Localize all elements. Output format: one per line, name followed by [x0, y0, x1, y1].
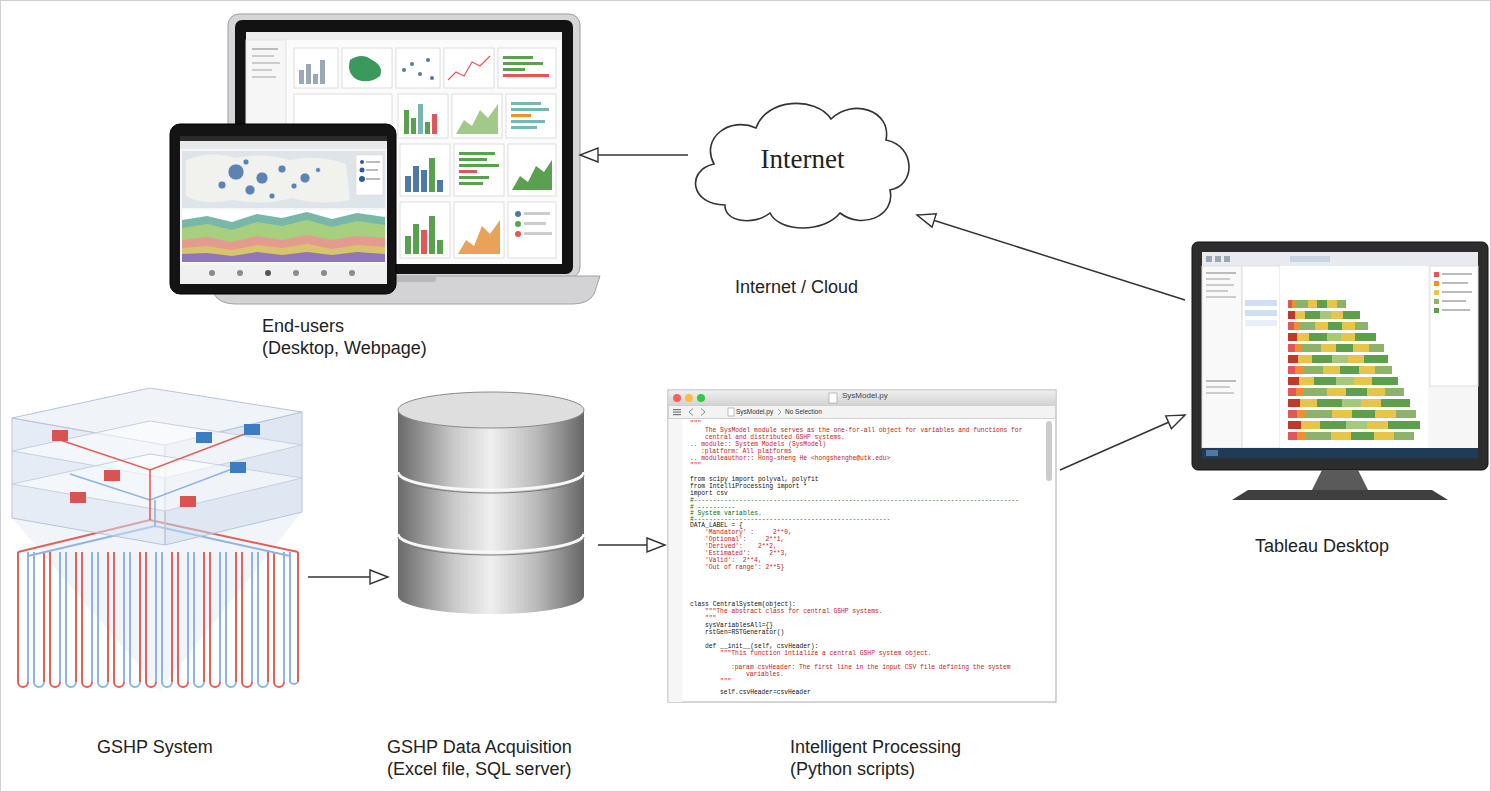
toolbar-selection: No Selection: [785, 408, 822, 415]
arrow-connector: [1060, 415, 1185, 470]
gshp-system: GSHP System: [8, 385, 308, 765]
node-caption: Intelligent Processing (Python scripts): [790, 737, 961, 780]
code-line: :param csvHeader: The first line in the …: [731, 664, 1011, 671]
cloud-label: Internet: [688, 143, 917, 175]
code-line: """: [690, 420, 701, 427]
code-line: #---------------------------------------…: [690, 516, 890, 523]
code-line: central and distributed GSHP systems.: [705, 434, 845, 441]
code-line: """: [720, 678, 731, 685]
node-caption: GSHP Data Acquisition (Excel file, SQL s…: [387, 737, 572, 780]
code-line: 'Estimated': 2**3,: [705, 550, 788, 557]
code-line: :platform: All platforms: [701, 448, 792, 455]
code-line: """: [690, 462, 701, 469]
node-caption: GSHP System: [97, 737, 213, 759]
code-editor-window: [668, 390, 1056, 702]
code-line: 'Optional': 2**1,: [705, 536, 784, 543]
text-line: (Python scripts): [790, 759, 961, 781]
end-users-devices: End-users (Desktop, Webpage): [165, 18, 580, 364]
code-line: """This function intialize a central GSH…: [720, 650, 932, 657]
code-line: # ----------: [690, 504, 735, 511]
code-line: 'Out of range': 2**5}: [705, 564, 784, 571]
toolbar-filename: SysModel.py: [736, 408, 773, 415]
node-caption: End-users (Desktop, Webpage): [262, 316, 427, 359]
code-line: rstGen=RSTGenerator(): [705, 629, 784, 636]
tablet-illustration: [170, 124, 396, 294]
text-line: (Desktop, Webpage): [262, 338, 427, 360]
code-line: .. moduleauthor:: Hong-sheng He <hongshe…: [690, 455, 890, 462]
code-line: from scipy import polyval, polyfit: [690, 476, 818, 483]
text-line: End-users: [262, 316, 427, 338]
data-acquisition-database: GSHP Data Acquisition (Excel file, SQL s…: [388, 385, 598, 785]
text-line: GSHP Data Acquisition: [387, 737, 572, 759]
code-line: sysVariablesAll={}: [705, 622, 773, 629]
arrow-connector: [580, 154, 688, 156]
window-title: SysModel.py: [842, 392, 888, 399]
code-line: self.csvHeader=csvHeader: [720, 689, 811, 696]
code-line: def __init__(self, csvHeader):: [705, 643, 818, 650]
gshp-building-illustration: [12, 388, 302, 690]
code-line: """The abstract class for central GSHP s…: [705, 608, 883, 615]
code-line: The SysModel module serves as the one-fo…: [705, 427, 1022, 434]
code-line: from IntelliProcessing import *: [690, 483, 807, 490]
tableau-desktop: Tableau Desktop: [1185, 238, 1485, 562]
text-line: Intelligent Processing: [790, 737, 961, 759]
internet-cloud: InternetInternet / Cloud: [688, 95, 917, 305]
code-line: .. module:: System Models (SysModel): [690, 441, 826, 448]
code-line: 'Mandatory' : 2**0,: [705, 529, 792, 536]
arrow-connector: [598, 544, 665, 546]
arrow-connector: [917, 215, 1185, 300]
code-line: #---------------------------------------…: [690, 497, 1019, 504]
code-line: 'Valid': 2**4,: [705, 557, 762, 564]
code-line: # System variables.: [690, 510, 762, 517]
code-line: DATA_LABEL = {: [690, 522, 743, 529]
node-caption: Internet / Cloud: [735, 277, 858, 299]
tableau-monitor: [1192, 242, 1488, 500]
node-caption: Tableau Desktop: [1255, 536, 1389, 558]
code-line: variables.: [746, 671, 784, 678]
arrow-connector: [308, 576, 388, 578]
database-cylinder: [398, 392, 584, 614]
code-line: class CentralSystem(object):: [690, 601, 796, 608]
code-line: 'Derived': 2**2,: [705, 543, 777, 550]
code-line: """: [705, 615, 716, 622]
code-line: import csv: [690, 490, 728, 497]
text-line: (Excel file, SQL server): [387, 759, 572, 781]
